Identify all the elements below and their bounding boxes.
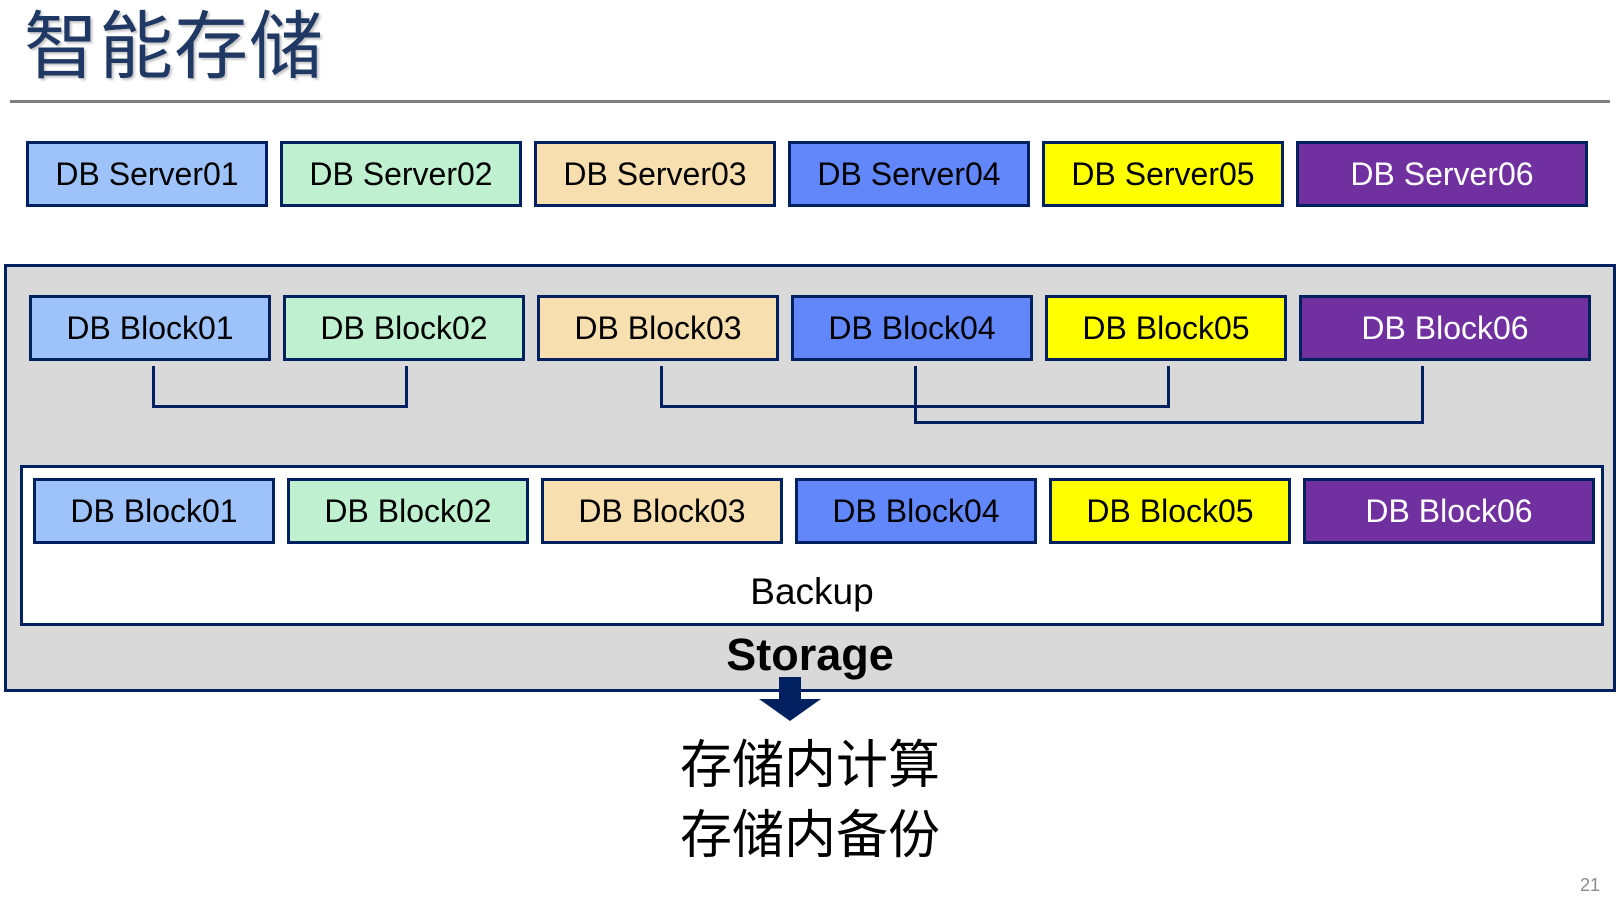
db-server-box-4[interactable]: DB Server04 <box>788 141 1030 207</box>
db-block-box-primary-label: DB Block03 <box>574 310 742 346</box>
copy-down-arrow <box>759 677 821 721</box>
db-server-box-1[interactable]: DB Server01 <box>26 141 268 207</box>
db-block-box-backup-1[interactable]: DB Block01 <box>33 478 275 544</box>
db-block-box-backup-3[interactable]: DB Block03 <box>541 478 783 544</box>
backup-panel: DB Block01 DB Block02 DB Block03 DB Block04… <box>20 465 1604 626</box>
db-block-box-primary-4[interactable]: DB Block04 <box>791 295 1033 361</box>
backup-label: Backup <box>750 571 874 612</box>
db-block-box-backup-label: DB Block03 <box>578 493 746 529</box>
db-block-box-primary-label: DB Block02 <box>320 310 488 346</box>
db-block-box-backup-label: DB Block01 <box>70 493 238 529</box>
db-block-box-primary-label: DB Block05 <box>1082 310 1250 346</box>
db-block-box-primary-label: DB Block06 <box>1361 310 1529 346</box>
page-number: 21 <box>1579 875 1600 895</box>
db-block-box-backup-label: DB Block05 <box>1086 493 1254 529</box>
block-pair-connector-1 <box>152 366 408 408</box>
db-server-box-label: DB Server06 <box>1350 156 1534 192</box>
db-block-box-backup-4[interactable]: DB Block04 <box>795 478 1037 544</box>
page-title: 智能存储 <box>24 5 324 88</box>
db-block-box-backup-5[interactable]: DB Block05 <box>1049 478 1291 544</box>
db-server-box-3[interactable]: DB Server03 <box>534 141 776 207</box>
db-block-box-primary-2[interactable]: DB Block02 <box>283 295 525 361</box>
title-divider <box>10 100 1610 103</box>
storage-label: Storage <box>726 629 894 680</box>
db-block-box-backup-label: DB Block06 <box>1365 493 1533 529</box>
db-block-box-backup-6[interactable]: DB Block06 <box>1303 478 1595 544</box>
db-server-box-label: DB Server03 <box>563 156 747 192</box>
db-block-box-primary-5[interactable]: DB Block05 <box>1045 295 1287 361</box>
db-server-box-label: DB Server05 <box>1071 156 1255 192</box>
storage-container: DB Block01 DB Block02 DB Block03 DB Block04… <box>4 264 1616 721</box>
db-block-box-primary-6[interactable]: DB Block06 <box>1299 295 1591 361</box>
db-server-box-6[interactable]: DB Server06 <box>1296 141 1588 207</box>
db-server-box-5[interactable]: DB Server05 <box>1042 141 1284 207</box>
db-block-box-primary-3[interactable]: DB Block03 <box>537 295 779 361</box>
caption-line-1: 存储内计算 <box>679 737 940 795</box>
db-block-box-backup-label: DB Block04 <box>832 493 1000 529</box>
block-pair-connector-3 <box>914 366 1424 424</box>
db-block-box-backup-label: DB Block02 <box>324 493 492 529</box>
db-block-box-primary-1[interactable]: DB Block01 <box>29 295 271 361</box>
caption-line-2: 存储内备份 <box>679 807 940 865</box>
db-block-box-backup-2[interactable]: DB Block02 <box>287 478 529 544</box>
db-block-box-primary-label: DB Block04 <box>828 310 996 346</box>
db-server-box-label: DB Server04 <box>817 156 1001 192</box>
db-block-box-primary-label: DB Block01 <box>66 310 234 346</box>
db-server-box-2[interactable]: DB Server02 <box>280 141 522 207</box>
db-server-box-label: DB Server01 <box>55 156 239 192</box>
db-server-box-label: DB Server02 <box>309 156 493 192</box>
